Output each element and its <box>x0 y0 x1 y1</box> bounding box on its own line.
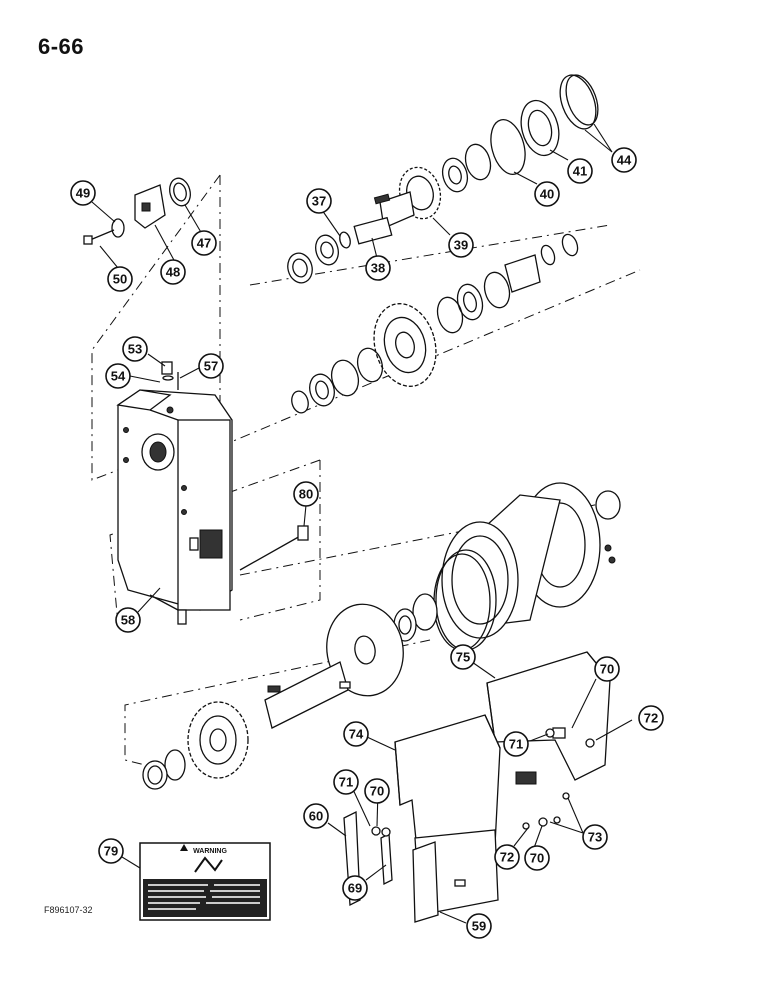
callout-41: 41 <box>567 158 593 184</box>
callout-50: 50 <box>107 266 133 292</box>
callout-73: 73 <box>582 824 608 850</box>
callout-53: 53 <box>122 336 148 362</box>
page-number: 6-66 <box>38 34 85 59</box>
svg-text:58: 58 <box>121 613 135 628</box>
svg-text:57: 57 <box>204 359 218 374</box>
svg-text:71: 71 <box>509 737 523 752</box>
lower-cover-assembly <box>142 482 621 790</box>
callout-44: 44 <box>611 147 637 173</box>
svg-text:71: 71 <box>339 775 353 790</box>
yoke-parts <box>83 177 191 245</box>
callout-71b: 71 <box>333 769 359 795</box>
svg-text:72: 72 <box>500 850 514 865</box>
svg-text:75: 75 <box>456 650 470 665</box>
svg-text:73: 73 <box>588 830 602 845</box>
callout-58: 58 <box>115 607 141 633</box>
warning-decal: WARNING <box>139 842 271 921</box>
callout-60: 60 <box>303 803 329 829</box>
upper-shaft-assembly <box>287 74 599 284</box>
callout-47: 47 <box>191 230 217 256</box>
svg-text:54: 54 <box>111 369 126 384</box>
svg-text:69: 69 <box>348 881 362 896</box>
callout-37: 37 <box>306 188 332 214</box>
callout-80: 80 <box>293 481 319 507</box>
callout-39: 39 <box>448 232 474 258</box>
svg-text:40: 40 <box>540 187 554 202</box>
callout-75: 75 <box>450 644 476 670</box>
svg-text:39: 39 <box>454 238 468 253</box>
svg-text:50: 50 <box>113 272 127 287</box>
svg-text:74: 74 <box>349 727 364 742</box>
callout-49: 49 <box>70 180 96 206</box>
svg-text:37: 37 <box>312 194 326 209</box>
svg-text:53: 53 <box>128 342 142 357</box>
svg-text:70: 70 <box>600 662 614 677</box>
callout-38: 38 <box>365 255 391 281</box>
callout-74: 74 <box>343 721 369 747</box>
svg-text:80: 80 <box>299 487 313 502</box>
leader-lines <box>91 123 633 924</box>
callout-72a: 72 <box>638 705 664 731</box>
callout-71a: 71 <box>503 731 529 757</box>
callout-40: 40 <box>534 181 560 207</box>
callout-70b: 70 <box>364 778 390 804</box>
svg-text:72: 72 <box>644 711 658 726</box>
callout-70a: 70 <box>594 656 620 682</box>
figure-code: F896107-32 <box>44 905 93 915</box>
svg-text:70: 70 <box>530 851 544 866</box>
callout-70c: 70 <box>524 845 550 871</box>
svg-text:49: 49 <box>76 186 90 201</box>
callout-57: 57 <box>198 353 224 379</box>
callout-72b: 72 <box>494 844 520 870</box>
callout-54: 54 <box>105 363 131 389</box>
warning-decal-heading: WARNING <box>193 848 227 855</box>
callout-69: 69 <box>342 875 368 901</box>
callout-59: 59 <box>466 913 492 939</box>
svg-text:60: 60 <box>309 809 323 824</box>
middle-shaft-assembly <box>291 233 579 414</box>
svg-text:59: 59 <box>472 919 486 934</box>
svg-text:41: 41 <box>573 164 587 179</box>
svg-text:48: 48 <box>166 265 180 280</box>
callout-79: 79 <box>98 838 124 864</box>
gearbox-housing <box>116 361 309 625</box>
callout-48: 48 <box>160 259 186 285</box>
svg-text:70: 70 <box>370 784 384 799</box>
svg-text:79: 79 <box>104 844 118 859</box>
svg-text:47: 47 <box>197 236 211 251</box>
svg-text:44: 44 <box>617 153 632 168</box>
svg-text:38: 38 <box>371 261 385 276</box>
